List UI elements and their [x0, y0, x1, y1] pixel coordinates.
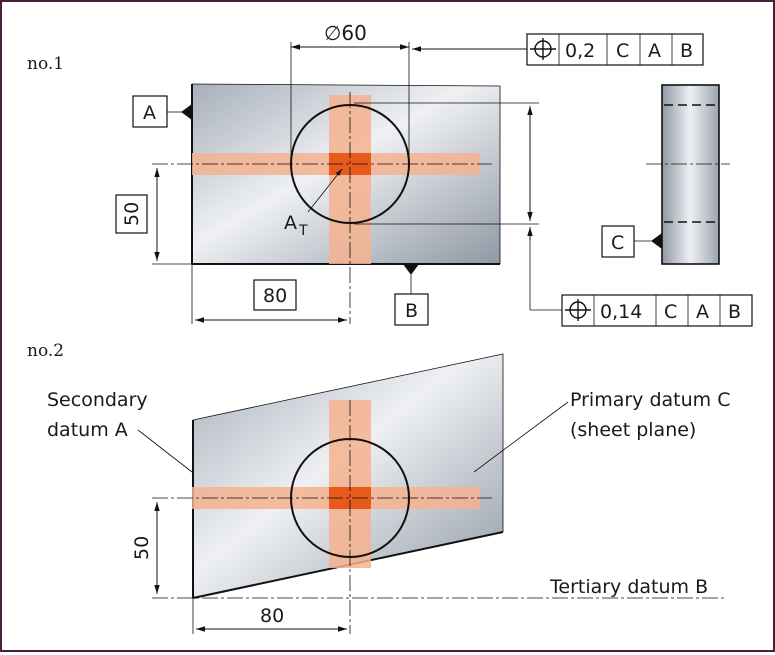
secondary-datum-line2: datum A [47, 419, 128, 441]
plate-skewed-outline [192, 353, 504, 532]
plate-outline [191, 83, 501, 264]
position-icon [530, 38, 556, 60]
diameter-label: ∅60 [324, 21, 367, 45]
datum-b-letter: B [405, 300, 418, 322]
secondary-datum-leader [137, 429, 193, 473]
view-label-no2: no.2 [27, 341, 64, 361]
frame-bottom-datum-1: C [664, 301, 677, 323]
zone-label: A [284, 212, 297, 234]
frame-bottom-datum-2: A [696, 301, 709, 323]
frame-bottom-datum-3: B [728, 301, 741, 323]
primary-datum-leader [473, 401, 569, 473]
position-icon [565, 299, 591, 321]
plate-side-view [661, 84, 720, 265]
datum-b-symbol: B [394, 264, 429, 326]
datum-a-symbol: A [132, 95, 192, 128]
zone-leader [307, 168, 343, 213]
frame-top-datum-3: B [680, 40, 693, 62]
view-label-no1: no.1 [27, 54, 64, 74]
tolerance-zone-2 [329, 487, 371, 509]
datum-c-symbol: C [601, 225, 662, 258]
dim-80-top: 80 [263, 285, 287, 307]
secondary-datum-line1: Secondary [47, 389, 148, 411]
frame-bottom-tolerance: 0,14 [600, 301, 642, 323]
primary-datum-line2: (sheet plane) [570, 419, 696, 441]
tertiary-datum-label: Tertiary datum B [549, 576, 708, 598]
zone-label-subscript: T [298, 223, 308, 239]
feature-control-frame-top: 0,2 C A B [526, 33, 704, 66]
frame-top-datum-1: C [616, 40, 629, 62]
dim-50-bottom: 50 [131, 536, 153, 560]
dim80-box-top [253, 279, 297, 311]
dim50-box-top [115, 194, 148, 234]
datum-a-letter: A [143, 102, 156, 124]
feature-control-frame-bottom: 0,14 C A B [561, 294, 753, 327]
primary-datum-line1: Primary datum C [570, 389, 730, 411]
frame-top-datum-2: A [648, 40, 661, 62]
frame-top-tolerance: 0,2 [565, 40, 595, 62]
datum-c-letter: C [611, 232, 624, 254]
dim-50-top: 50 [121, 202, 143, 226]
dim-80-bottom: 80 [260, 605, 284, 627]
